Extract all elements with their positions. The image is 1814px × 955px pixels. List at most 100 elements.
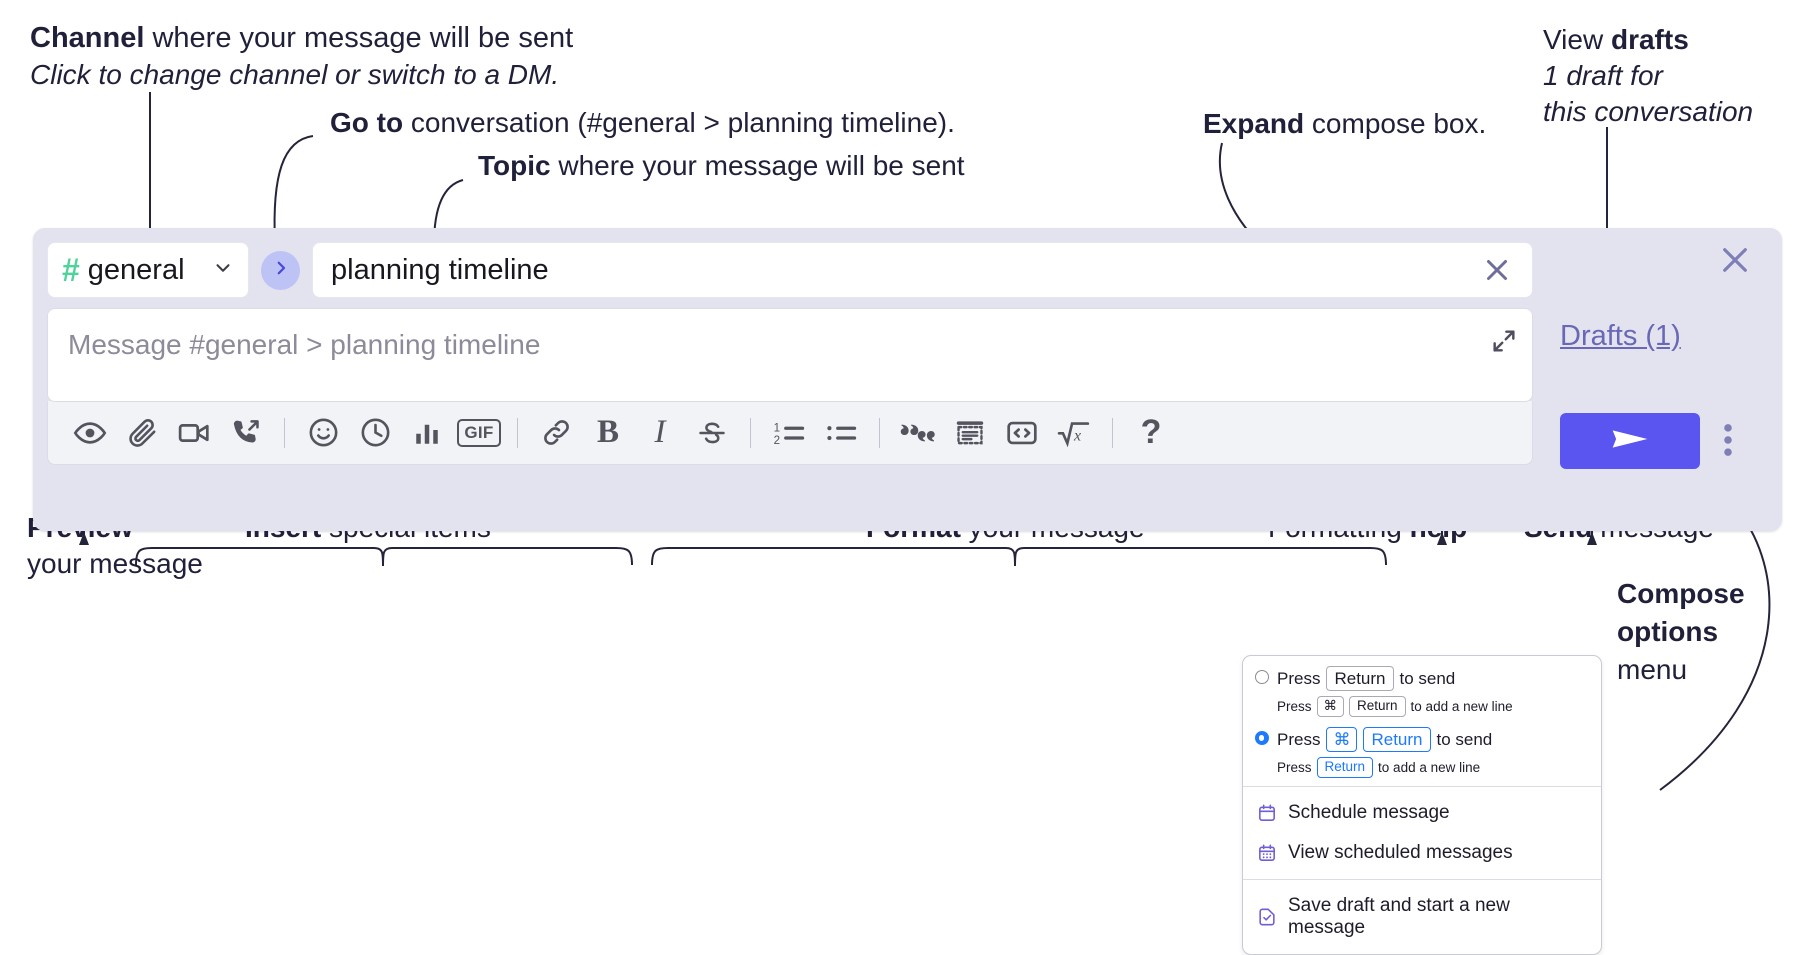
- expand-icon[interactable]: [1490, 327, 1518, 360]
- overflow-menu-icon[interactable]: [1723, 423, 1733, 462]
- option2-sub-suffix: to add a new line: [1378, 760, 1481, 776]
- toolbar-separator: [517, 417, 518, 448]
- help-icon[interactable]: ?: [1125, 407, 1177, 459]
- code-block-icon[interactable]: [944, 407, 996, 459]
- annotation-preview-line2: your message: [27, 547, 203, 579]
- toolbar-separator: [879, 417, 880, 448]
- menu-item-view-scheduled[interactable]: View scheduled messages: [1243, 833, 1601, 873]
- math-icon[interactable]: x: [1048, 407, 1100, 459]
- annotation-topic-rest: where your message will be sent: [550, 150, 965, 181]
- option2-suffix: to send: [1436, 729, 1493, 749]
- annotation-expand: Expand compose box.: [1203, 106, 1486, 142]
- italic-label: I: [654, 414, 666, 450]
- message-input[interactable]: Message #general > planning timeline: [47, 308, 1533, 402]
- annotation-channel-rest: where your message will be sent: [144, 22, 574, 54]
- annotation-drafts-bold: drafts: [1610, 24, 1689, 55]
- annotation-compose-options: Compose options menu: [1617, 575, 1745, 688]
- annotation-compose-l3: menu: [1617, 653, 1688, 685]
- annotation-goto-bold: Go to: [330, 107, 404, 138]
- attachment-icon[interactable]: [116, 407, 168, 459]
- hash-icon: #: [62, 252, 80, 288]
- link-icon[interactable]: [530, 407, 582, 459]
- annotation-drafts-prefix: View: [1543, 24, 1611, 55]
- menu-item-schedule-message[interactable]: Schedule message: [1243, 793, 1601, 833]
- code-icon[interactable]: [996, 407, 1048, 459]
- option2-sub-key-return: Return: [1316, 757, 1374, 779]
- gif-label: GIF: [457, 418, 501, 447]
- option1-suffix: to send: [1399, 668, 1456, 688]
- radio-selected-icon[interactable]: [1255, 731, 1269, 746]
- option1-sub-key-cmd: ⌘: [1316, 696, 1345, 718]
- option1-key-return: Return: [1326, 666, 1394, 692]
- annotation-expand-rest: compose box.: [1304, 108, 1487, 139]
- chevron-down-icon: [212, 257, 234, 284]
- annotation-drafts: View drafts 1 draft for this conversatio…: [1543, 22, 1753, 129]
- menu-item-label: View scheduled messages: [1288, 842, 1513, 864]
- annotation-goto: Go to conversation (#general > planning …: [330, 105, 955, 141]
- bulleted-list-icon[interactable]: [815, 407, 867, 459]
- poll-icon[interactable]: [401, 407, 453, 459]
- gif-icon[interactable]: GIF: [453, 407, 505, 459]
- annotation-topic: Topic where your message will be sent: [478, 148, 965, 184]
- option2-key-return: Return: [1363, 727, 1431, 753]
- close-icon[interactable]: [1716, 241, 1754, 284]
- call-forward-icon[interactable]: [220, 407, 272, 459]
- goto-conversation-button[interactable]: [261, 250, 300, 290]
- compose-options-menu: Press Return to send Press ⌘ Return to a…: [1242, 655, 1602, 955]
- close-icon[interactable]: [1480, 253, 1514, 287]
- svg-text:x: x: [1073, 427, 1081, 444]
- strikethrough-icon[interactable]: [686, 407, 738, 459]
- preview-icon[interactable]: [64, 407, 116, 459]
- bold-icon[interactable]: B: [582, 407, 634, 459]
- radio-unselected-icon[interactable]: [1255, 670, 1269, 684]
- send-option-return[interactable]: Press Return to send Press ⌘ Return to a…: [1255, 666, 1589, 718]
- annotation-goto-rest: conversation (#general > planning timeli…: [403, 107, 955, 138]
- svg-text:2: 2: [774, 434, 780, 446]
- clock-icon[interactable]: [349, 407, 401, 459]
- calendar-icon: [1257, 803, 1277, 823]
- italic-icon[interactable]: I: [634, 407, 686, 459]
- annotation-expand-bold: Expand: [1203, 108, 1305, 139]
- compose-main-column: # general planning timeline: [47, 241, 1533, 465]
- video-icon[interactable]: [168, 407, 220, 459]
- option1-prefix: Press: [1277, 668, 1321, 688]
- emoji-icon[interactable]: [297, 407, 349, 459]
- drafts-link[interactable]: Drafts (1): [1560, 320, 1681, 352]
- toolbar-separator: [284, 417, 285, 448]
- annotation-drafts-line2: 1 draft for: [1543, 59, 1663, 91]
- menu-item-label: Schedule message: [1288, 802, 1450, 824]
- send-shortcut-options: Press Return to send Press ⌘ Return to a…: [1243, 656, 1601, 786]
- menu-divider: [1243, 786, 1601, 788]
- annotation-drafts-line3: this conversation: [1543, 95, 1754, 127]
- send-button[interactable]: [1560, 413, 1700, 469]
- message-placeholder: Message #general > planning timeline: [68, 329, 541, 360]
- bold-label: B: [596, 414, 619, 450]
- toolbar-separator: [1112, 417, 1113, 448]
- option1-sub-suffix: to add a new line: [1410, 699, 1513, 715]
- option2-sub-prefix: Press: [1277, 760, 1312, 776]
- menu-item-label: Save draft and start a new message: [1288, 895, 1510, 939]
- send-icon: [1606, 422, 1654, 461]
- channel-selector[interactable]: # general: [47, 242, 249, 298]
- topic-value: planning timeline: [331, 253, 549, 286]
- schedule-section: Schedule message View scheduled messages: [1243, 787, 1601, 879]
- chevron-right-icon: [272, 259, 290, 282]
- compose-header-row: # general planning timeline: [47, 241, 1533, 299]
- menu-item-save-draft[interactable]: Save draft and start a new message: [1243, 886, 1601, 948]
- annotation-channel-bold: Channel: [30, 22, 145, 54]
- help-label: ?: [1140, 413, 1162, 451]
- blockquote-icon[interactable]: [892, 407, 944, 459]
- annotation-topic-bold: Topic: [478, 150, 551, 181]
- toolbar-separator: [750, 417, 751, 448]
- topic-input[interactable]: planning timeline: [312, 242, 1533, 298]
- save-draft-icon: [1257, 907, 1277, 927]
- option1-sub-key-return: Return: [1349, 696, 1406, 718]
- channel-name-label: general: [87, 253, 185, 286]
- calendar-grid-icon: [1257, 843, 1277, 863]
- annotation-channel: Channel where your message will be sent …: [30, 20, 573, 93]
- option2-key-cmd: ⌘: [1326, 727, 1358, 753]
- send-option-cmd-return[interactable]: Press ⌘ Return to send Press Return to a…: [1255, 727, 1589, 779]
